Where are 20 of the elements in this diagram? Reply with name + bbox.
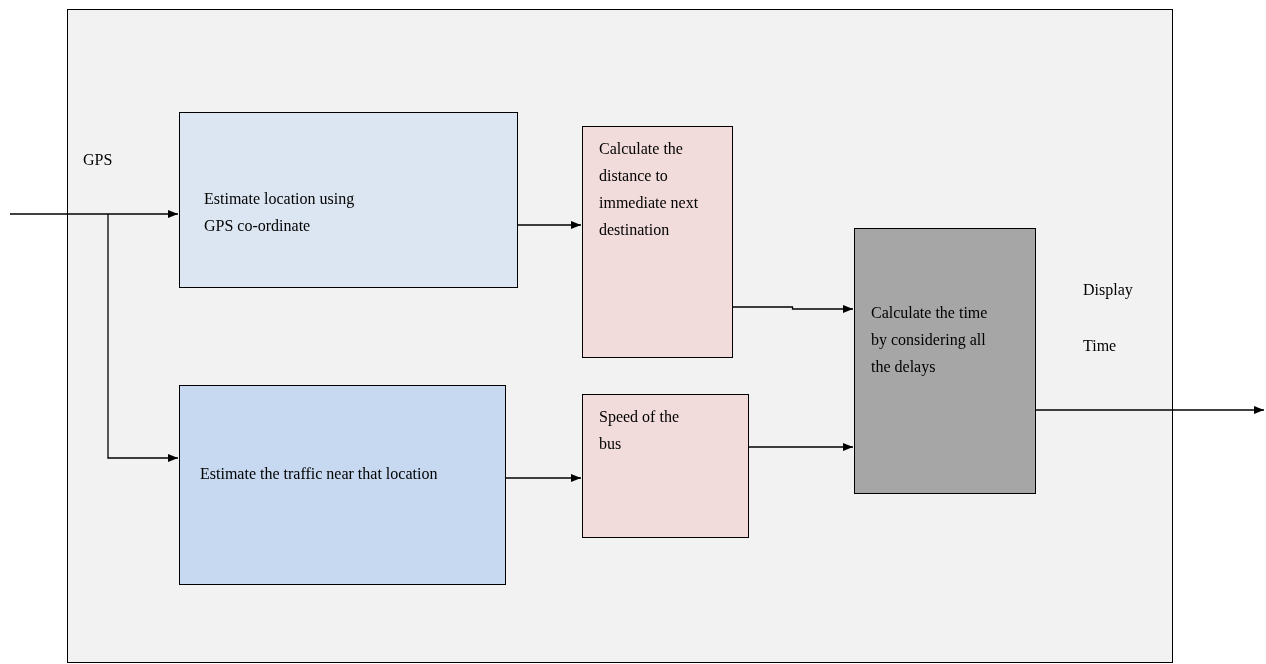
box-text: Estimate location using GPS co-ordinate <box>204 190 355 234</box>
text-label: Display Time <box>1083 280 1133 356</box>
process-box <box>582 126 733 358</box>
process-box <box>854 228 1036 494</box>
arrow <box>504 474 582 482</box>
process-box <box>582 394 749 538</box>
box-text: Estimate the traffic near that location <box>200 465 438 482</box>
text-label: GPS <box>83 150 113 170</box>
arrow <box>516 221 582 229</box>
arrow <box>1034 406 1265 414</box>
frame-box <box>67 9 1173 663</box>
process-box <box>179 385 506 585</box>
box-text: Speed of the bus <box>599 408 679 452</box>
process-box <box>179 112 518 288</box>
arrow <box>747 443 854 451</box>
arrow <box>107 213 179 462</box>
arrow <box>9 210 179 218</box>
box-text: Calculate the distance to immediate next destination <box>599 140 699 238</box>
box-text: Calculate the time by considering all the delays <box>871 304 988 375</box>
arrow <box>731 305 854 313</box>
